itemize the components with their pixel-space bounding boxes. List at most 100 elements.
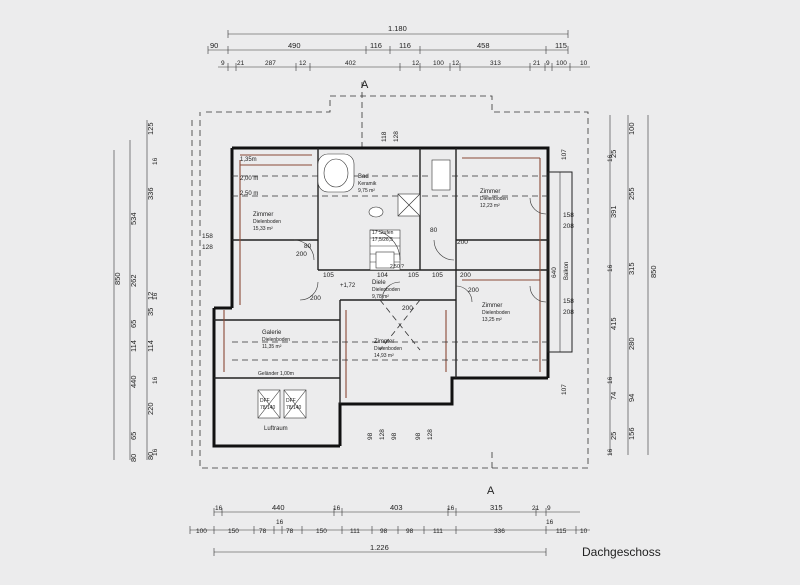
inner-dim-29: 200 [460,272,471,279]
inner-dim-14: 98 [415,432,422,440]
room-1-name: Zimmer [253,212,273,218]
room-3-name: Zimmer [480,189,500,195]
ceiling-height-lines [223,154,541,398]
inner-dim-19: 104 [377,272,388,279]
doors [293,197,547,303]
dim-top-total: 1.180 [388,24,407,33]
dim-bot-r2-4: 78 [286,528,294,535]
dim-right-outer: 850 [649,265,658,278]
dim-top-r2-0: 90 [210,41,218,50]
dim-right-c1-2: 315 [627,262,636,275]
ceiling-dashes [232,175,548,361]
dim-bot-r1-7: 9 [547,505,551,512]
room-1-floor: Dielenboden [253,219,281,225]
room-5-name: Zimmer [482,303,502,309]
dim-left-outer: 850 [113,272,122,285]
inner-dim-31: 200 [310,295,321,302]
inner-dim-15: 128 [427,429,434,440]
section-marker-top: A [361,79,369,91]
dim-left-mid-2: 65 [129,320,138,328]
sheet-title: Dachgeschoss [582,545,661,559]
skylight-2-line1: DFF [286,398,296,404]
dim-top-r2-3: 116 [399,41,411,50]
dim-bot-r2-0: 100 [196,528,207,535]
dim-bot-r2-9: 111 [433,528,443,535]
skylight-1-line2: 78/140 [260,405,276,411]
dim-left-tick-0: 16 [152,157,159,165]
inner-dim-16: 80 [304,243,312,250]
dim-top-r3-8: 313 [490,60,501,67]
inner-dim-13: 98 [391,432,398,440]
dim-left-inner-5: 220 [146,402,155,415]
dim-left-mid-3: 114 [129,340,138,352]
dim-top-r3-0: 9 [221,60,225,67]
dim-top-r3-5: 12 [412,60,420,67]
dim-right-tick-2: 16 [607,376,614,384]
dim-bot-r2b-0: 16 [546,519,554,526]
height-labels: 1,35m 2,00 m 2,50 m +1,72 [240,157,356,289]
inner-dim-36: 200 [468,287,479,294]
dim-right-c2-4: 25 [609,432,618,440]
dim-right-c1-0: 100 [627,122,636,135]
dim-right-tick-1: 16 [607,264,614,272]
dim-right-c2-2: 415 [609,317,618,330]
luftraum-label: Luftraum [264,426,288,432]
dim-top-r2-2: 116 [370,41,382,50]
dim-bot-r2-10: 336 [494,528,505,535]
inner-dim-4: 107 [561,149,568,160]
inner-dim-0: 118 [381,131,388,142]
roof-outline [191,82,589,470]
height-250: 2,50 m [240,191,258,197]
inner-dim-5: 158 [563,212,574,219]
inner-dim-9: 208 [563,309,574,316]
dim-left-mid-4: 440 [129,375,138,388]
stairs-label: 17 Stufen [372,230,394,236]
dim-top-r3-7: 12 [452,60,460,67]
room-4-floor: Dielenboden [372,287,400,293]
dim-top-r3-3: 12 [299,60,307,67]
room-7-floor: Dielenboden [374,346,402,352]
left-dimension-chains: 850 534 262 65 114 440 65 80 125 336 12 … [113,120,159,462]
inner-dim-18: 105 [323,272,334,279]
dim-bot-r2-7: 98 [380,528,388,535]
room-3-floor: Dielenboden [480,196,508,202]
dim-bot-r1-6: 21 [532,505,540,512]
room-2-floor: Keramik [358,181,377,187]
dim-bot-r2-5: 150 [316,528,327,535]
inner-dim-2: 158 [202,233,213,240]
dim-top-r2-1: 490 [288,41,301,50]
dim-top-r3-11: 100 [556,60,567,67]
dim-bot-r2-1: 150 [228,528,239,535]
handwritten-note: 2,50 ? [390,264,404,270]
balcony-label: Balkon [564,262,570,280]
dim-left-inner-6: 80 [146,452,155,460]
dim-bot-r2-8: 98 [406,528,414,535]
dim-bot-r2-2: 78 [259,528,267,535]
dim-bot-r2-6: 111 [350,528,360,535]
dim-bot-r1-1: 440 [272,503,285,512]
dim-right-c2-3: 74 [609,392,618,400]
inner-dim-12: 128 [379,429,386,440]
room-2-area: 9,75 m² [358,188,375,194]
dim-top-r3-1: 21 [237,60,245,67]
inner-dim-3: 128 [202,244,213,251]
dim-top-r2-4: 458 [477,41,490,50]
height-200: 2,00 m [240,176,258,182]
skylights: DFF 78/140 DFF 78/140 [257,389,307,419]
stairs-value: 17,5/26,5 [372,237,393,243]
dim-left-mid-5: 65 [129,432,138,440]
inner-dim-25: 200 [296,251,307,258]
dim-bot-r1-5: 315 [490,503,503,512]
inner-dim-7: 640 [551,267,558,278]
inner-dim-6: 208 [563,223,574,230]
balcony: Balkon [547,171,573,353]
dim-bot-r1-0: 16 [215,505,223,512]
inner-dim-17: 80 [430,227,438,234]
inner-dim-1: 128 [393,131,400,142]
dim-left-tick-1: 16 [152,292,159,300]
room-1-area: 15,33 m² [253,226,273,232]
inner-dim-8: 158 [563,298,574,305]
dim-bot-total: 1.226 [370,543,389,552]
dim-left-inner-1: 336 [146,187,155,200]
